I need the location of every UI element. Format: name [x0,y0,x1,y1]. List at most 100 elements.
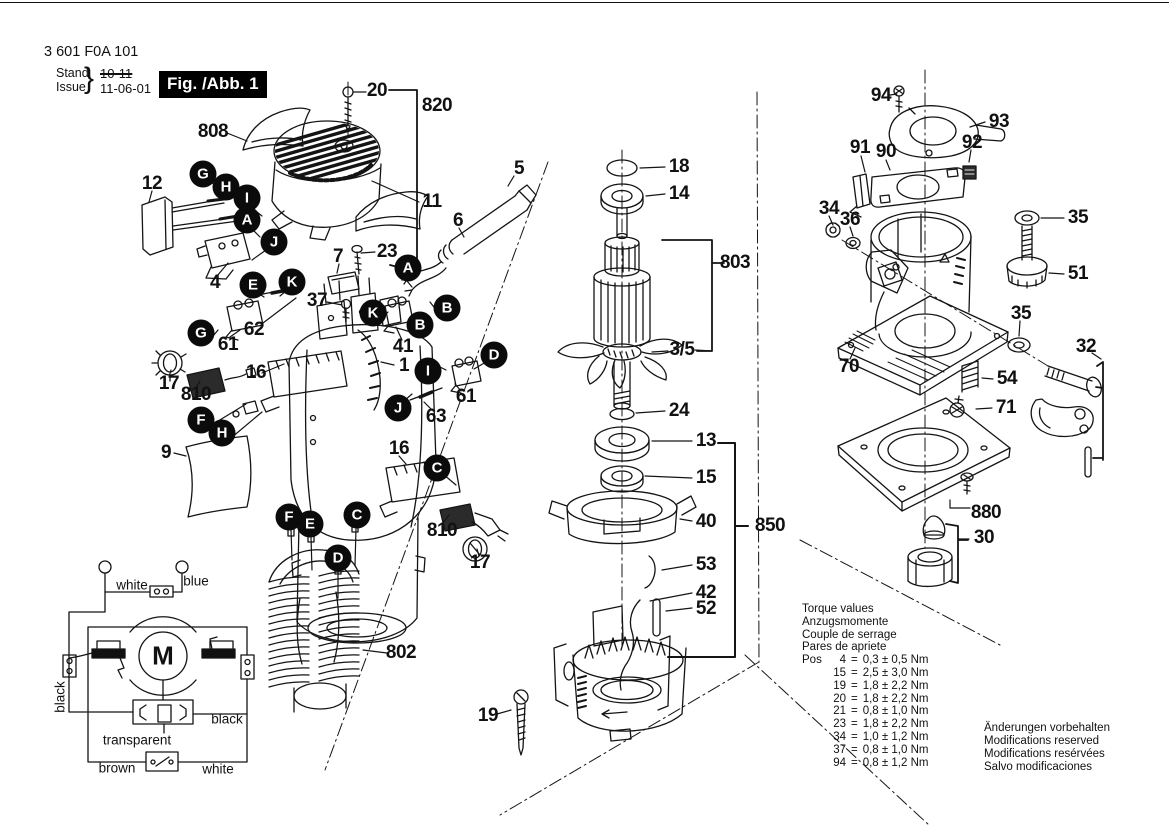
part-label: 12 [141,173,163,194]
connector-letter-marker: H [208,419,236,447]
part-label: 37 [306,290,328,311]
connector-letter-marker: A [394,254,422,282]
part-label: 23 [376,241,398,262]
part-label: 11 [422,191,442,212]
torque-row: 21=0,8 ± 1,0 Nm [833,705,929,718]
part-label: 19 [477,705,499,726]
stand-label: Stand [56,66,89,80]
part-label: 17 [469,552,491,573]
stand-issue-labels: Stand Issue [56,66,89,94]
part-label: 92 [961,132,983,153]
issue-dates: 10-11 11-06-01 [100,66,151,96]
torque-title-line: Couple de serrage [802,628,897,641]
torque-row: 94=0,8 ± 1,2 Nm [833,756,929,769]
part-label: 40 [695,511,717,532]
part-label: 802 [385,642,417,663]
part-label: 91 [849,137,871,158]
part-label: 14 [668,183,690,204]
modification-note-line: Salvo modificaciones [984,761,1093,773]
part-label: 803 [719,252,751,273]
wire-color-label: black [52,681,68,713]
part-label: 17 [158,373,180,394]
connector-letter-marker: J [260,228,288,256]
part-label: 808 [197,121,229,142]
part-label: 34 [818,198,840,219]
part-label: 24 [668,400,690,421]
connector-letter-marker: B [406,311,434,339]
torque-row: 37=0,8 ± 1,0 Nm [833,743,929,756]
modification-note-line: Modifications resérvées [984,748,1105,760]
part-label: 61 [455,386,477,407]
part-label: 13 [695,430,717,451]
document-part-number: 3 601 F0A 101 [44,44,139,60]
wire-color-label: black [211,711,243,727]
part-label: 850 [754,515,786,536]
connector-letter-marker: K [359,299,387,327]
part-label: 51 [1067,263,1089,284]
part-label: 70 [838,356,860,377]
wire-color-label: blue [183,573,209,589]
torque-row: 23=1,8 ± 2,2 Nm [833,718,929,731]
connector-letter-marker: I [414,357,442,385]
part-label: 6 [452,210,464,231]
part-label: 7 [332,246,344,267]
part-label: 63 [425,406,447,427]
part-label: 880 [970,502,1002,523]
connector-letter-marker: E [239,271,267,299]
part-label: 20 [366,80,388,101]
part-label: 32 [1075,336,1097,357]
torque-row: 19=1,8 ± 2,2 Nm [833,679,929,692]
connector-letter-marker: K [278,268,306,296]
connector-letter-marker: D [324,544,352,572]
date-new: 11-06-01 [100,81,152,96]
torque-title-line: Torque values [802,603,874,615]
part-label: 15 [695,467,717,488]
part-label: 94 [870,85,892,106]
part-label: 16 [245,362,267,383]
part-label: 1 [398,355,410,376]
torque-title-line: Pares de apriete [802,641,887,654]
date-old: 10-11 [100,66,133,81]
part-label: 93 [988,111,1010,132]
part-label: 810 [426,520,458,541]
part-label: 810 [180,384,212,405]
connector-letter-marker: E [296,510,324,538]
connector-letter-marker: B [433,294,461,322]
part-label: 54 [996,368,1018,389]
connector-letter-marker: A [233,206,261,234]
modification-note-line: Änderungen vorbehalten [984,722,1110,734]
wire-color-label: brown [98,760,136,776]
part-label: 53 [695,554,717,575]
modification-note-line: Modifications reserved [984,735,1100,747]
issue-label: Issue [56,80,86,94]
part-label: 35 [1010,303,1032,324]
connector-letter-marker: G [189,160,217,188]
connector-letter-marker: D [480,341,508,369]
part-label: 16 [388,438,410,459]
torque-row: 20=1,8 ± 2,2 Nm [833,692,929,705]
part-label: 3/5 [669,339,695,360]
part-label: 820 [421,95,453,116]
part-label: 71 [995,397,1017,418]
torque-row: 34=1,0 ± 1,2 Nm [833,730,929,743]
part-label: 61 [217,334,239,355]
figure-label-badge: Fig. /Abb. 1 [159,71,267,98]
part-label: 36 [839,209,861,230]
part-label: 42 [695,582,717,603]
part-label: 41 [392,336,414,357]
wiring-schematic [62,560,255,772]
brace-glyph: } [84,62,95,95]
part-label: 90 [875,141,897,162]
connector-letter-marker: C [423,454,451,482]
wire-color-label: white [202,761,234,777]
motor-symbol-label: M [152,640,174,671]
part-label: 30 [973,527,995,548]
